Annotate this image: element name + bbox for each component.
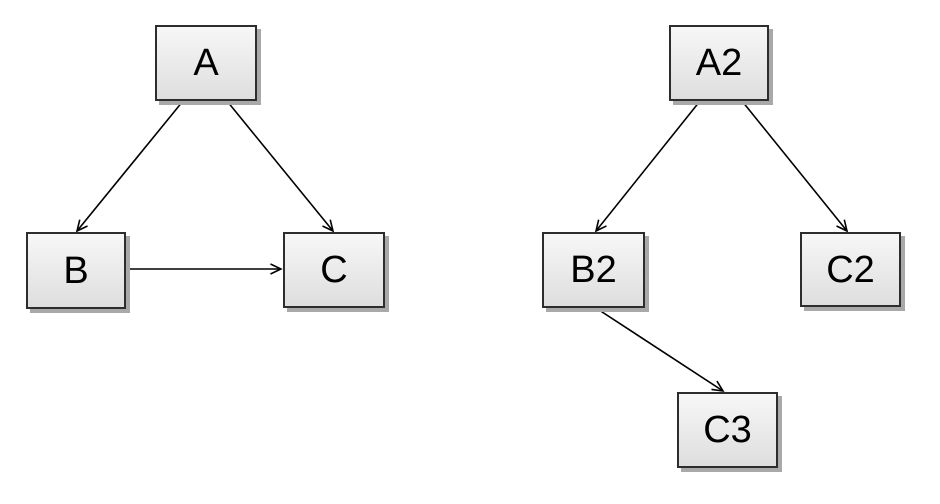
node-label-C2: C2 xyxy=(826,248,875,291)
node-label-C: C xyxy=(320,249,348,291)
edge-A2-to-C2 xyxy=(741,100,847,231)
node-label-C3: C3 xyxy=(703,409,752,451)
edge-A-to-C xyxy=(226,100,333,231)
node-label-A2: A2 xyxy=(695,42,743,84)
node-B2[interactable]: B2 xyxy=(542,232,645,308)
node-C3[interactable]: C3 xyxy=(677,392,778,468)
edge-B2-to-C3 xyxy=(595,307,723,391)
node-label-B: B xyxy=(63,249,89,292)
node-C[interactable]: C xyxy=(283,232,385,308)
edge-A-to-B xyxy=(77,100,184,231)
node-label-A: A xyxy=(193,42,219,84)
node-label-B2: B2 xyxy=(570,249,617,291)
edge-A2-to-B2 xyxy=(596,100,701,231)
node-A2[interactable]: A2 xyxy=(669,25,769,101)
node-C2[interactable]: C2 xyxy=(800,232,901,307)
node-B[interactable]: B xyxy=(26,232,126,309)
node-A[interactable]: A xyxy=(155,25,257,101)
